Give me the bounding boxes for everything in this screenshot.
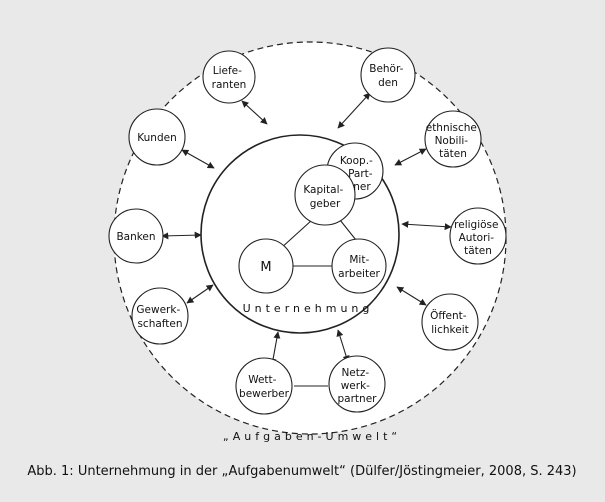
arrow-oeffentlichkeit (396, 286, 427, 306)
label-gewerkschaften: Gewerk- schaften (136, 304, 183, 330)
company-label: Unternehmung (243, 302, 374, 315)
label-kunden: Kunden (137, 132, 176, 144)
label-religioese: religiöse Autori- täten (454, 219, 502, 257)
node-banken (108, 208, 164, 264)
arrow-religioese (401, 220, 452, 231)
node-lieferanten (202, 50, 256, 104)
label-kapitalgeber: Kapital- geber (303, 184, 346, 210)
arrow-netzwerkpartner (336, 329, 350, 363)
label-mitarbeiter: Mit- arbeiter (338, 254, 380, 280)
node-religioese (449, 207, 507, 265)
arrow-behoerden (337, 92, 371, 129)
node-oeffentlichkeit (421, 293, 479, 351)
outer-connections (161, 92, 452, 387)
link-kapital-mitarbeiter (339, 219, 357, 241)
inner-connections (279, 219, 357, 267)
node-mitarbeiter (331, 238, 387, 294)
node-m (238, 238, 294, 294)
label-koop-partner: Koop.- Part- ner (340, 155, 376, 193)
link-kapital-m (279, 219, 313, 250)
environment-label: „Aufgaben-Umwelt“ (223, 430, 401, 443)
label-banken: Banken (116, 231, 155, 243)
outer-nodes (108, 47, 507, 415)
node-gewerkschaften (131, 287, 189, 345)
node-kunden (128, 108, 186, 166)
figure-caption: Abb. 1: Unternehmung in der „Aufgabenumw… (27, 464, 576, 479)
label-lieferanten: Liefe- ranten (212, 65, 247, 91)
label-oeffentlichkeit: Öffent- lichkeit (430, 309, 470, 336)
arrow-banken (161, 231, 202, 240)
node-wettbewerber (235, 357, 293, 415)
node-kapitalgeber (294, 164, 356, 226)
label-netzwerkpartner: Netz- werk- partner (338, 367, 378, 405)
label-m: M (260, 260, 271, 275)
label-behoerden: Behör- den (369, 63, 407, 89)
node-behoerden (360, 47, 416, 103)
label-wettbewerber: Wett- bewerber (239, 374, 290, 400)
node-ethnische (424, 110, 482, 168)
node-netzwerkpartner (328, 355, 386, 413)
label-ethnische: ethnische Nobili- täten (426, 122, 481, 160)
arrow-ethnische (394, 148, 427, 166)
arrow-kunden (181, 149, 215, 169)
arrow-gewerkschaften (186, 284, 214, 304)
inner-nodes (238, 142, 387, 294)
arrow-lieferanten (241, 100, 268, 125)
